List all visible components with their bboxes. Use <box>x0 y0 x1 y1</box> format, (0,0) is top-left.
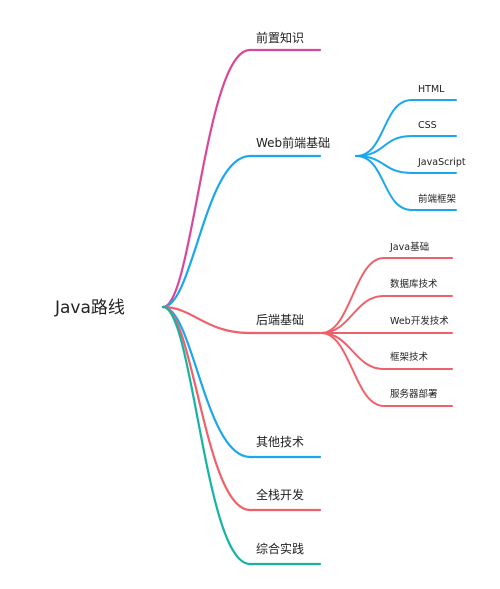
branch-label-backend: 后端基础 <box>256 313 304 327</box>
branch-label-prerequisites: 前置知识 <box>256 30 304 45</box>
leaf-connector-web-frontend-3 <box>355 155 413 211</box>
branch-connector-web-frontend <box>161 154 252 309</box>
leaf-label-deployment: 服务器部署 <box>390 388 438 400</box>
leaf-label-java-basics: Java基础 <box>389 241 429 253</box>
branch-connector-backend <box>161 305 252 335</box>
leaf-connector-backend-4 <box>320 332 385 407</box>
branch-label-other-tech: 其他技术 <box>256 435 304 449</box>
leaf-label-frameworks: 框架技术 <box>390 351 429 363</box>
leaf-label-css: CSS <box>418 120 437 131</box>
root-node-label: Java路线 <box>54 298 125 318</box>
leaf-label-database: 数据库技术 <box>390 278 438 290</box>
branch-connector-practice <box>161 305 252 566</box>
branch-label-practice: 综合实践 <box>256 541 304 556</box>
leaf-label-javascript: JavaScript <box>417 157 466 168</box>
leaf-label-frontend-frameworks: 前端框架 <box>418 193 457 205</box>
branch-label-web-frontend: Web前端基础 <box>256 135 330 150</box>
leaf-connector-backend-3 <box>320 332 385 370</box>
mind-map-edges <box>161 48 413 566</box>
branch-connector-other-tech <box>161 305 252 459</box>
branch-label-fullstack: 全栈开发 <box>256 487 304 502</box>
branch-connector-fullstack <box>161 305 252 512</box>
branch-connector-prerequisites <box>161 48 252 309</box>
leaf-connector-backend-1 <box>320 295 385 334</box>
mind-map-underlines <box>248 48 457 566</box>
leaf-label-web-dev: Web开发技术 <box>390 315 449 327</box>
leaf-connector-backend-0 <box>320 257 385 334</box>
leaf-label-html: HTML <box>418 84 445 95</box>
leaf-connector-web-frontend-1 <box>355 135 413 157</box>
leaf-connector-web-frontend-0 <box>355 99 413 157</box>
